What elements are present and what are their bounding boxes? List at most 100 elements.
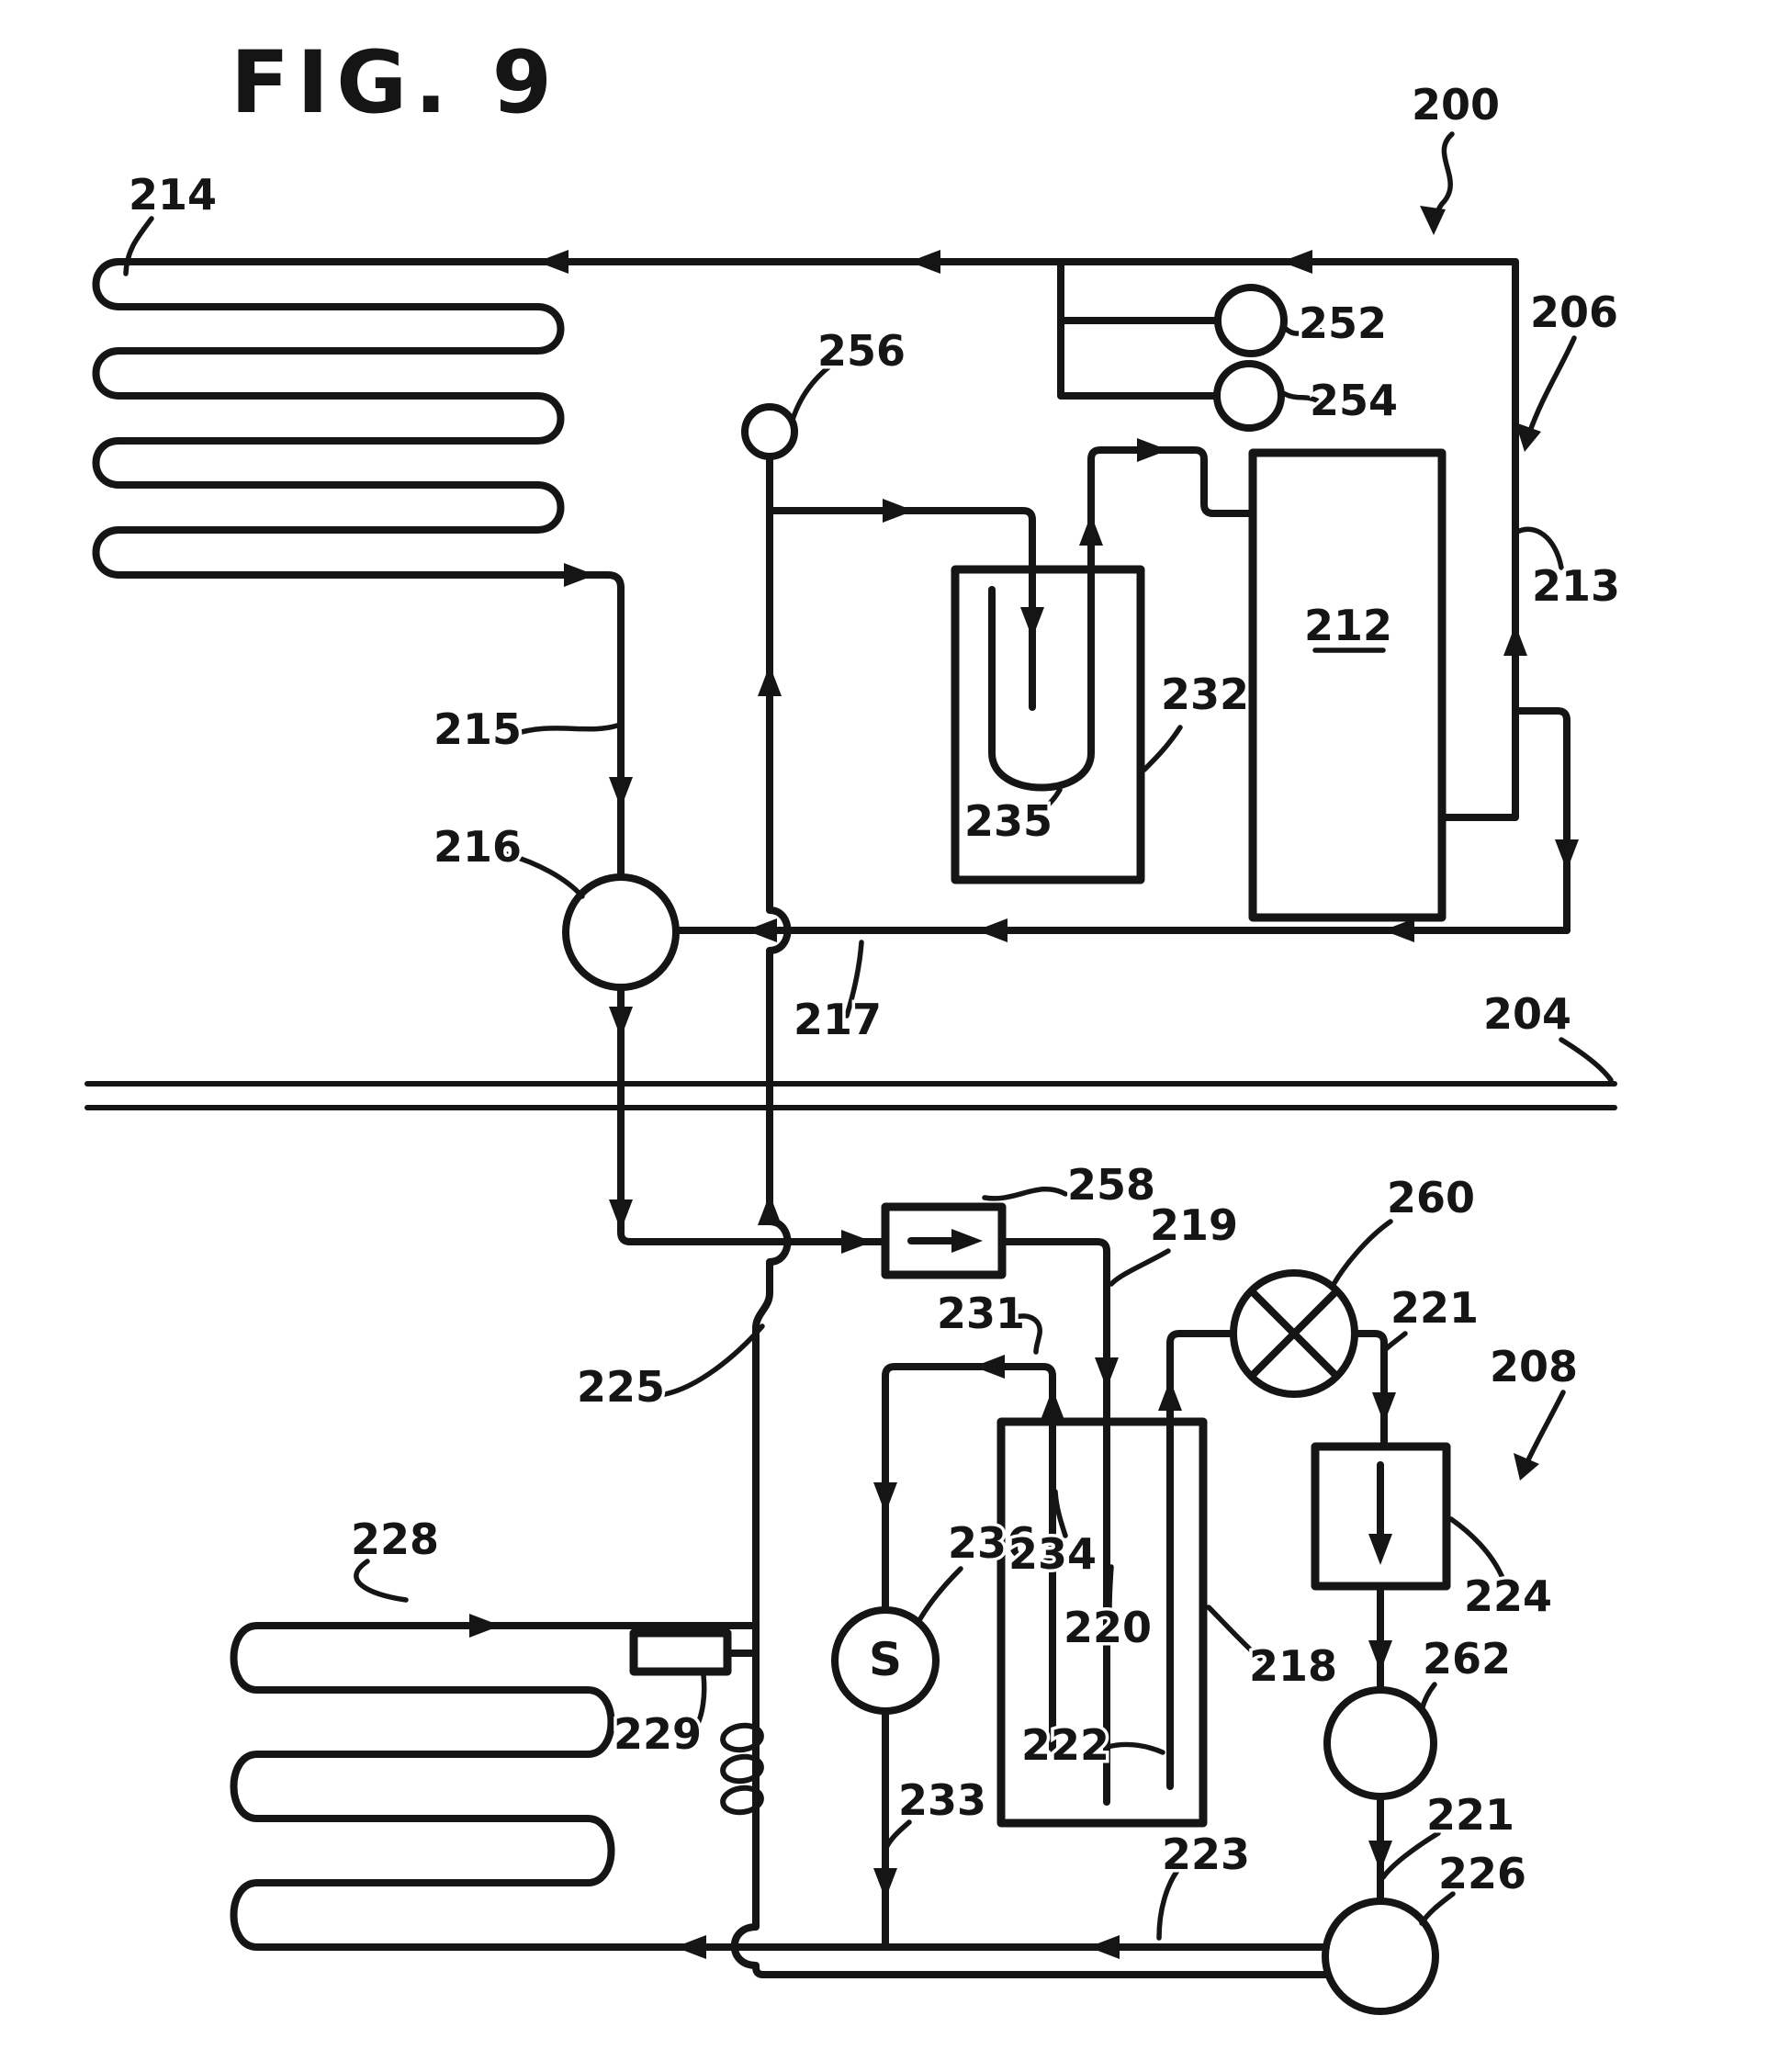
leader-214 <box>123 216 154 276</box>
ref-label-256-4: 256 <box>817 326 906 376</box>
flow-arrow-24 <box>1041 1536 1064 1567</box>
flow-arrow-13 <box>1555 839 1579 871</box>
line-234-231 <box>882 1363 1056 1752</box>
coil-loop-2 <box>720 1753 764 1785</box>
leader-260 <box>1329 1219 1393 1290</box>
leader-213 <box>1513 526 1564 570</box>
flow-arrow-21 <box>873 1482 897 1514</box>
ref-label-224-29: 224 <box>1464 1571 1552 1621</box>
ref-label-S-34: S <box>869 1633 902 1686</box>
line-into-232 <box>766 507 1036 711</box>
ref-label-235-9: 235 <box>964 796 1053 846</box>
coil-228 <box>230 1622 1330 1951</box>
coil-loop-3 <box>720 1785 764 1816</box>
leader-236 <box>916 1566 963 1625</box>
lower-circuit <box>230 1202 1451 2015</box>
flow-arrow-33 <box>1368 1534 1392 1565</box>
leader-231 <box>1013 1313 1042 1355</box>
u-tube-235-outlet <box>988 446 1256 792</box>
circle-252 <box>1214 284 1288 357</box>
ref-label-218-24: 218 <box>1249 1641 1337 1691</box>
leader-200-arrowhead <box>1420 206 1446 235</box>
leader-204 <box>1559 1037 1614 1083</box>
branch-252-254 <box>1057 258 1221 400</box>
circle-226 <box>1322 1897 1439 2015</box>
ref-label-220-23: 220 <box>1064 1603 1152 1652</box>
flow-arrowheads <box>469 250 1579 1959</box>
flow-arrow-22 <box>873 1868 897 1899</box>
ref-label-221-19: 221 <box>1390 1283 1479 1333</box>
ref-label-200-0: 200 <box>1412 80 1500 130</box>
leader-235 <box>1031 787 1063 818</box>
leader-221-a <box>1384 1331 1408 1351</box>
flow-arrow-6 <box>609 1199 633 1231</box>
suction-line-256 <box>730 453 1332 1978</box>
leader-220 <box>1107 1564 1114 1612</box>
leader-215 <box>510 723 620 738</box>
box-232 <box>951 565 1145 884</box>
ref-label-258-14: 258 <box>1067 1160 1155 1210</box>
flow-arrow-15 <box>976 918 1008 942</box>
ref-label-223-33: 223 <box>1162 1830 1250 1879</box>
flow-arrow-26 <box>1372 1392 1396 1424</box>
figure-title: FIG. 9 <box>231 33 559 133</box>
flow-arrow-25 <box>1158 1379 1182 1411</box>
ref-label-262-30: 262 <box>1423 1634 1511 1684</box>
leader-224 <box>1448 1516 1505 1581</box>
ref-label-228-28: 228 <box>351 1515 439 1564</box>
circle-254 <box>1213 360 1285 432</box>
circle-256 <box>741 403 798 460</box>
ref-label-208-20: 208 <box>1490 1342 1578 1391</box>
flow-arrow-20 <box>974 1355 1005 1379</box>
flow-arrow-18 <box>758 1194 782 1225</box>
flow-arrow-3 <box>564 563 595 587</box>
leader-221-b <box>1380 1830 1441 1880</box>
box-212 <box>1248 448 1447 922</box>
flow-arrow-23 <box>1041 1389 1064 1420</box>
flow-arrow-17 <box>758 665 782 696</box>
flow-arrow-7 <box>841 1230 872 1254</box>
ref-label-229-27: 229 <box>614 1709 702 1759</box>
leader-216 <box>504 851 585 899</box>
leader-219 <box>1109 1248 1171 1287</box>
leader-206 <box>1526 335 1577 436</box>
ref-label-232-8: 232 <box>1161 670 1249 719</box>
circle-262 <box>1323 1686 1437 1800</box>
ref-label-231-16: 231 <box>937 1289 1025 1338</box>
line-221-a <box>1351 1330 1388 1450</box>
leader-217 <box>844 940 864 1019</box>
ref-label-204-13: 204 <box>1483 989 1571 1039</box>
box-229 <box>629 1628 732 1676</box>
flow-arrow-28 <box>1368 1841 1392 1872</box>
flow-arrow-5 <box>609 1007 633 1038</box>
partition-204 <box>84 1081 1617 1110</box>
circle-260-x <box>1248 1288 1340 1379</box>
leader-254 <box>1280 390 1320 403</box>
leader-252 <box>1283 326 1323 336</box>
leader-258 <box>982 1187 1068 1201</box>
ref-label-213-6: 213 <box>1532 561 1620 611</box>
leader-229 <box>692 1672 707 1733</box>
coil-loop-1 <box>720 1722 764 1753</box>
ref-label-219-15: 219 <box>1150 1200 1238 1250</box>
leader-234 <box>1053 1489 1068 1538</box>
leader-262 <box>1419 1682 1437 1713</box>
leader-232 <box>1142 725 1183 772</box>
flow-arrow-30 <box>1088 1935 1120 1959</box>
leader-208 <box>1523 1390 1566 1469</box>
box-218 <box>996 1417 1208 1828</box>
flow-arrow-8 <box>883 499 914 523</box>
ref-label-226-32: 226 <box>1438 1849 1526 1898</box>
flow-arrow-2 <box>1281 250 1312 274</box>
leaders <box>123 131 1614 1941</box>
flow-arrow-11 <box>1137 438 1168 462</box>
leader-226 <box>1419 1891 1456 1926</box>
flow-arrow-19 <box>1095 1357 1119 1389</box>
flow-arrow-9 <box>1020 607 1044 638</box>
leader-228 <box>354 1559 409 1603</box>
ref-label-225-17: 225 <box>577 1362 665 1412</box>
flow-arrow-10 <box>1079 514 1103 546</box>
ref-label-236-21: 236 <box>948 1518 1036 1568</box>
